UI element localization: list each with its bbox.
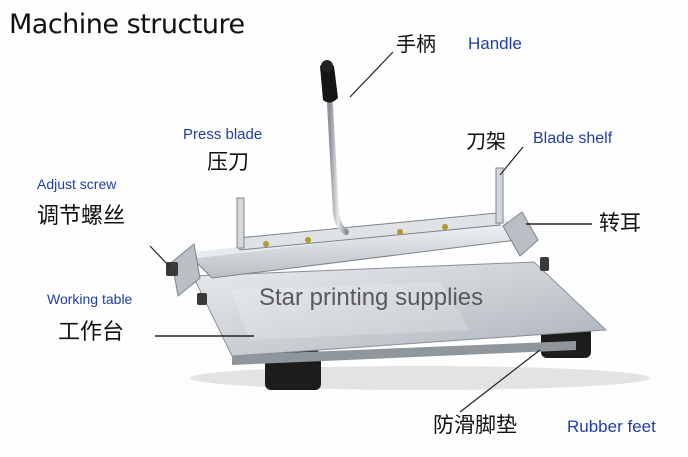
working-table-shine xyxy=(230,282,470,340)
leader-adjust-screw xyxy=(149,245,170,267)
working-table-side xyxy=(232,341,576,365)
adjust-screw-label-cn: 调节螺丝 xyxy=(37,204,126,229)
turn-ear-bracket xyxy=(502,211,539,257)
leader-handle xyxy=(349,51,394,98)
adjust-screw-lower xyxy=(197,293,207,305)
handle-knob xyxy=(321,60,333,72)
working-table-label-en: Working table xyxy=(47,291,133,307)
rubber-feet-label-en: Rubber feet xyxy=(567,417,656,436)
working-table-label-cn: 工作台 xyxy=(58,320,125,345)
rubber-feet-label-cn: 防滑脚垫 xyxy=(433,413,517,437)
turn-ear-screw xyxy=(540,257,549,271)
handle-rod xyxy=(327,101,349,235)
watermark-text: Star printing supplies xyxy=(259,284,484,311)
diagram-title: Machine structure xyxy=(9,9,245,40)
handle-label-en: Handle xyxy=(468,34,522,53)
blade-screw-2 xyxy=(305,237,311,243)
adjust-screw-label-en: Adjust screw xyxy=(37,176,117,192)
press-blade-label-cn: 压刀 xyxy=(207,150,249,174)
press-blade-label-en: Press blade xyxy=(183,126,263,143)
blade-screw-4 xyxy=(442,224,448,230)
leader-blade-shelf xyxy=(499,146,524,176)
table-shadow xyxy=(190,366,650,390)
leader-rubber-feet xyxy=(459,349,541,413)
blade-screw-3 xyxy=(397,229,403,235)
turn-ear-label-cn: 转耳 xyxy=(599,211,641,235)
blade-shelf-label-en: Blade shelf xyxy=(533,130,613,147)
press-blade-end-right xyxy=(495,167,504,224)
press-blade-end-left xyxy=(236,197,245,249)
blade-shelf-label-cn: 刀架 xyxy=(466,129,506,153)
working-table-plate xyxy=(192,261,608,357)
left-bracket xyxy=(171,243,201,297)
blade-screw-1 xyxy=(263,241,269,247)
handle-grip xyxy=(320,63,338,103)
handle-label-cn: 手柄 xyxy=(396,32,436,56)
